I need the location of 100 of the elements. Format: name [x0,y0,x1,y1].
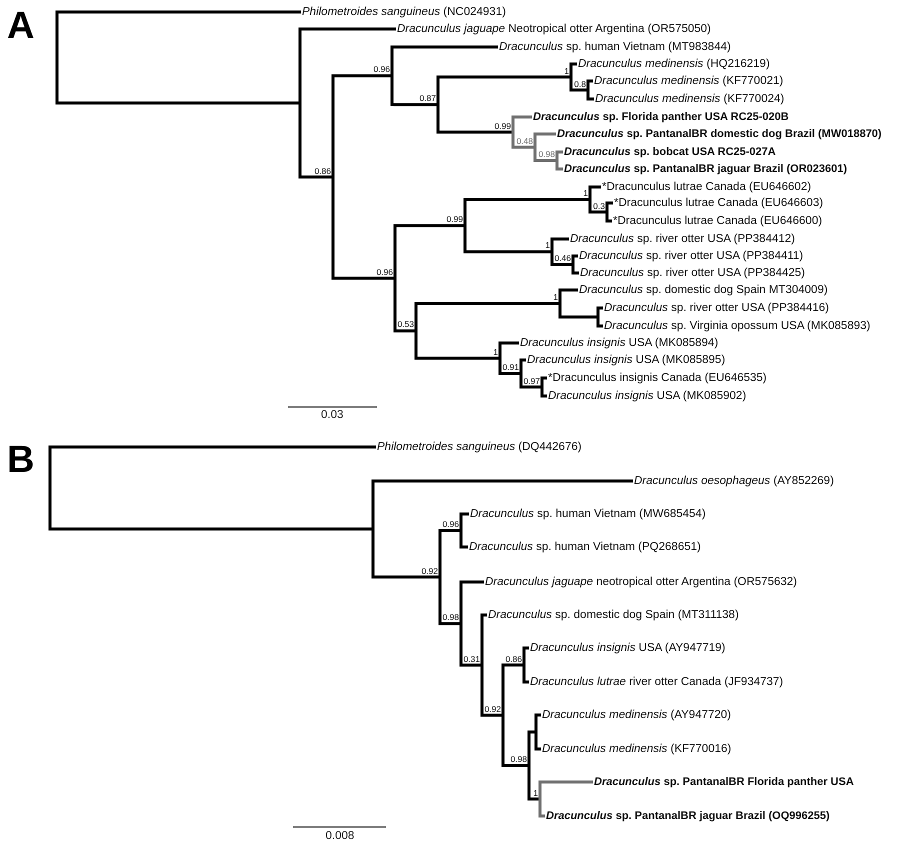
taxon-label: Dracunculus insignis USA (MK085902) [548,389,746,403]
support-value: 0.8 [574,80,586,88]
taxon-label: Dracunculus lutrae river otter Canada (JF934737) [530,675,784,689]
taxon-label: *Dracunculus lutrae Canada (EU646603) [614,196,824,210]
taxon-label: Dracunculus oesophageus (AY852269) [634,474,834,488]
tree-branch [462,546,468,548]
taxon-label: Philometroides sanguineus (NC024931) [302,5,506,19]
tree-branch [418,356,498,360]
tree-branch [374,576,438,579]
scale-label: 0.03 [321,408,344,422]
branch-junction [522,646,526,684]
tree-branch [592,210,606,214]
tree-branch [58,102,298,104]
tree-branch [608,220,612,222]
branch-junction [596,306,600,328]
taxon-label: Dracunculus medinensis (AY947720) [542,708,732,722]
branch-junction [438,529,442,626]
tree-branch [462,664,480,667]
taxon-label: Dracunculus jaguape Neotropical otter Argentina (OR575050) [397,22,711,36]
tree-branch [542,780,593,784]
tree-branch [590,98,594,100]
tree-branch [536,132,556,136]
branch-junction [390,46,394,106]
branch-junction [528,730,530,800]
tree-branch [538,748,541,750]
tree-branch [558,150,563,154]
branch-junction [460,580,462,667]
support-value: 1 [583,189,588,198]
branch-junction [512,116,514,149]
taxon-label: Dracunculus sp. Florida panther USA RC25-020B [533,110,789,124]
tree-branch [418,302,558,305]
taxon-label: *Dracunculus insignis Canada (EU646535) [548,371,767,385]
taxon-label: Dracunculus sp. river otter USA (PP384416) [604,301,829,315]
tree-branch [52,446,376,448]
tree-branch [502,342,519,344]
branch-junction [572,254,574,274]
taxon-label: Dracunculus sp. river otter USA (PP384425) [580,266,805,280]
support-value: 1 [533,788,538,798]
tree-branch [462,512,469,516]
taxon-label: Dracunculus medinensis (KF770016) [542,742,732,756]
tree-branch [522,358,526,362]
taxon-label: Dracunculus sp. PantanalBR domestic dog Brazil (MW018870) [557,127,882,141]
tree-branch [442,529,460,532]
branch-junction [540,376,544,398]
taxon-label: Dracunculus sp. Virginia opossum USA (MK085893) [604,319,870,333]
tree-branch [502,372,520,375]
branch-junction [436,76,440,134]
tree-branch [462,580,484,584]
tree-branch [592,186,601,188]
support-value: 0.86 [505,654,522,664]
branch-junction [414,302,418,360]
support-value: 1 [493,348,498,357]
support-value: 1 [564,66,569,76]
tree-branch [302,176,332,179]
branch-junction [464,198,466,254]
support-value: 0.46 [554,254,571,263]
support-value: 0.98 [442,613,459,622]
tree-branch [394,103,436,106]
tree-branch [572,62,577,66]
tree-branch [396,224,464,228]
taxon-label: Dracunculus sp. PantanalBR jaguar Brazil (OR023601) [564,162,848,176]
taxon-label: Dracunculus insignis USA (MK085895) [527,353,726,367]
tree-branch [440,76,570,78]
branch-junction [460,512,462,548]
tree-branch [554,238,569,240]
scale-label: 0.008 [326,829,354,843]
taxon-label: Dracunculus jaguape neotropical otter Argentina (OR575632) [485,575,797,589]
support-value: 0.96 [442,520,459,529]
taxon-label: Dracunculus sp. bobcat USA RC25-027A [564,145,776,159]
taxon-label: Dracunculus sp. PantanalBR Florida panther USA [594,775,854,789]
taxon-label: Dracunculus sp. river otter USA (PP384412) [570,232,795,246]
tree-branch [504,664,522,666]
tree-branch [522,386,540,388]
taxon-label: Dracunculus sp. domestic dog Spain (MT311138) [488,608,739,622]
taxon-label: Dracunculus sp. human Vietnam (PQ268651) [469,540,701,554]
tree-branch [514,116,532,118]
tree-branch [52,528,372,531]
branch-junction [534,714,538,750]
tree-branch [590,80,593,82]
taxon-label: Dracunculus medinensis (KF770021) [594,74,784,88]
branch-junction [298,28,302,179]
taxon-label: Dracunculus insignis USA (MK085894) [520,336,718,350]
tree-branch [574,254,578,258]
branch-junction [556,150,558,170]
support-value: 0.87 [419,94,436,104]
branch-junction [480,614,484,717]
tree-branch [542,814,545,818]
support-value: 1 [553,293,558,302]
taxon-label: Dracunculus sp. PantanalBR jaguar Brazil (OQ996255) [546,809,830,823]
tree-branch [334,276,394,280]
support-value: 0.98 [510,755,527,764]
tree-branch [530,798,538,800]
branch-junction [586,80,590,100]
branch-junction [48,446,52,531]
tree-branch [442,622,460,626]
branch-junction [588,186,592,214]
branch-junction [394,224,396,332]
tree-branch [562,288,578,292]
support-value: 0.3 [593,202,605,210]
tree-branch [538,714,541,716]
